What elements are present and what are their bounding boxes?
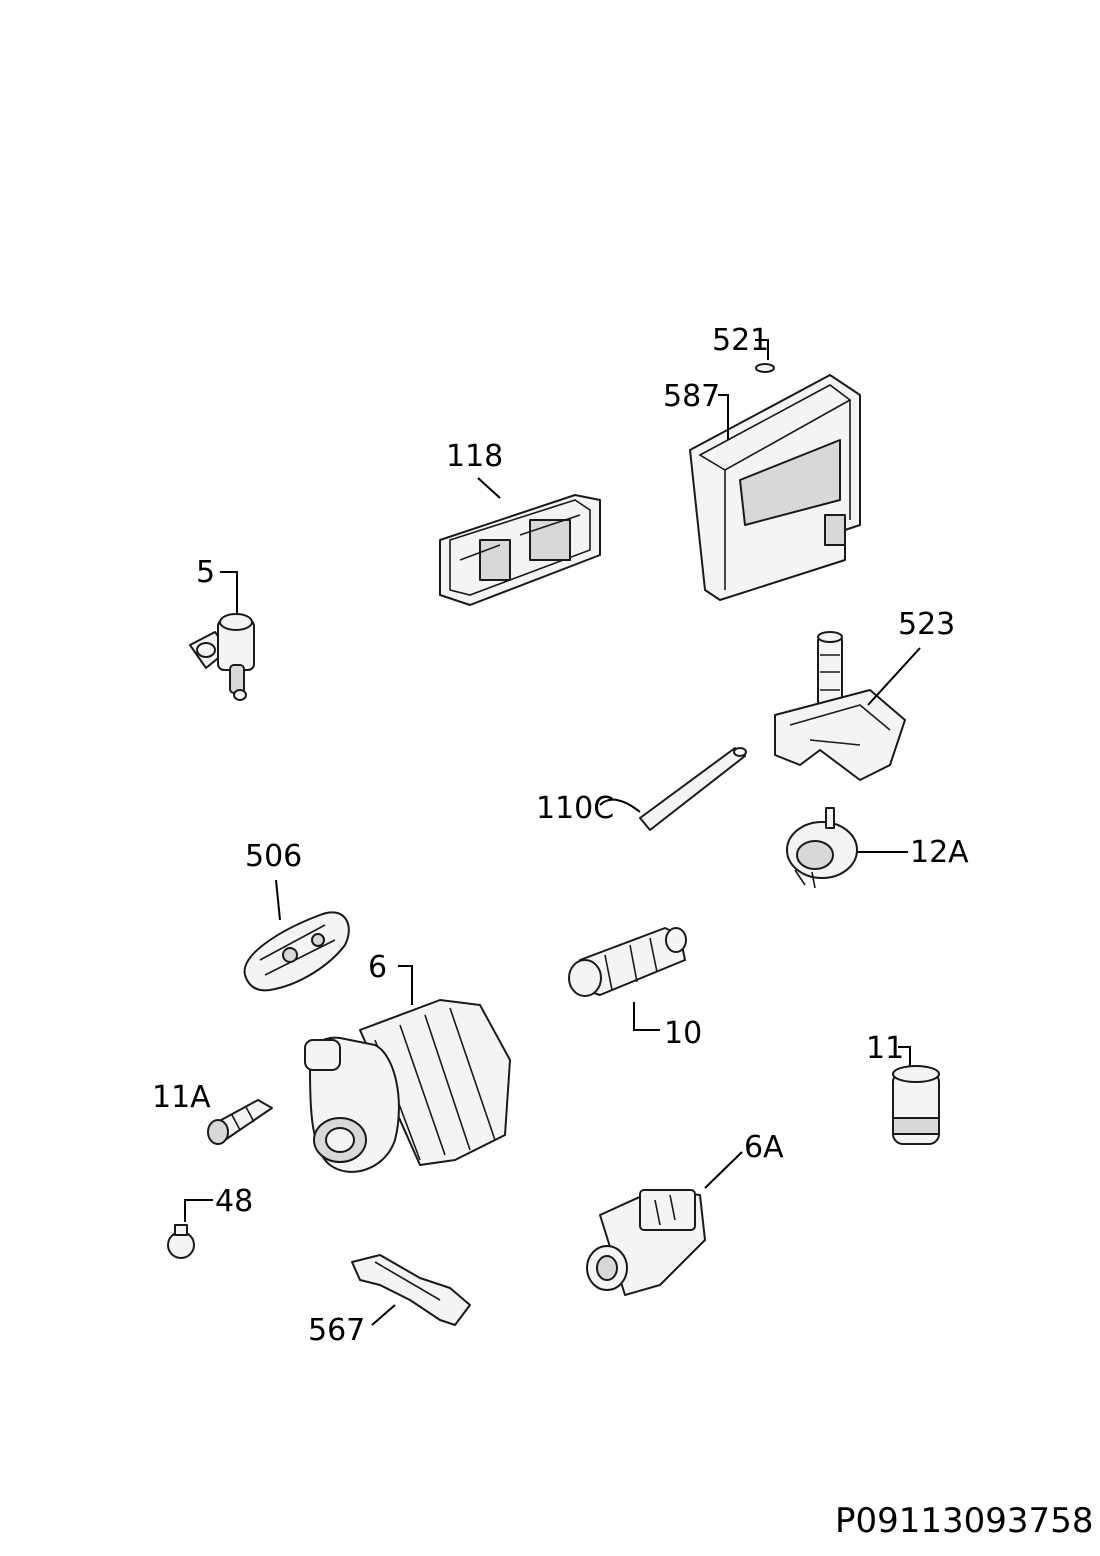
part-6-pump-motor — [304, 999, 511, 1173]
leader-11 — [898, 1046, 911, 1066]
callout-11: 11 — [866, 1031, 904, 1066]
part-11-capacitor — [892, 1065, 940, 1145]
leader-6a — [704, 1151, 743, 1189]
callout-521: 521 — [712, 323, 769, 358]
part-506-element — [243, 911, 350, 992]
part-567-bracket — [351, 1254, 471, 1326]
callout-6a: 6A — [744, 1130, 784, 1165]
part-118-control-board — [439, 494, 601, 606]
part-48-plug — [167, 1224, 195, 1259]
leader-110c — [599, 798, 641, 813]
part-12a-pressure-switch — [786, 807, 858, 889]
leader-10 — [633, 1002, 660, 1031]
leader-567 — [371, 1304, 396, 1326]
leader-48 — [184, 1199, 213, 1222]
callout-118: 118 — [446, 439, 503, 474]
part-11a-cylinder — [207, 1099, 273, 1145]
part-587-electronic-module — [689, 374, 861, 601]
leader-506 — [275, 879, 281, 921]
part-6a-drain-pump — [586, 1189, 706, 1296]
part-521-clip — [755, 363, 775, 373]
leader-118 — [477, 477, 501, 499]
callout-110c: 110C — [536, 791, 614, 826]
leader-5 — [220, 571, 238, 615]
callout-506: 506 — [245, 839, 302, 874]
callout-12a: 12A — [910, 835, 969, 870]
part-10-sensor — [568, 927, 687, 997]
callout-587: 587 — [663, 379, 720, 414]
leader-6 — [398, 965, 413, 1005]
callout-523: 523 — [898, 607, 955, 642]
leader-521 — [755, 339, 769, 360]
callout-11a: 11A — [152, 1080, 211, 1115]
callout-6: 6 — [368, 950, 387, 985]
part-110c-hose — [639, 747, 747, 831]
drawing-code: P09113093758 — [835, 1501, 1093, 1541]
callout-5: 5 — [196, 555, 215, 590]
callout-567: 567 — [308, 1313, 365, 1348]
part-5-inlet-valve — [189, 613, 255, 701]
leader-587 — [718, 394, 729, 440]
part-523-bracket — [774, 631, 906, 781]
leader-523 — [867, 647, 921, 706]
callout-48: 48 — [215, 1184, 253, 1219]
callout-10: 10 — [664, 1016, 702, 1051]
